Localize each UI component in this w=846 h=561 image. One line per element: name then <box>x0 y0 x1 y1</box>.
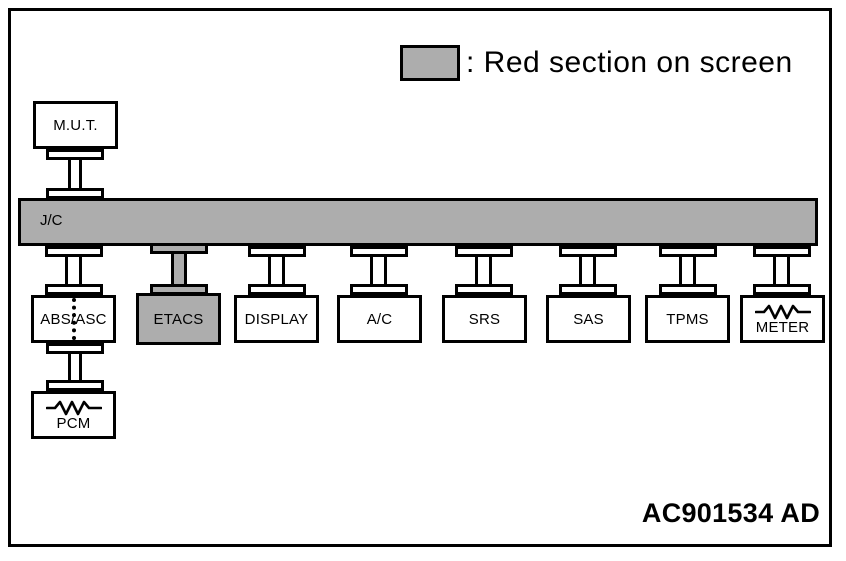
connector-plate-top <box>46 149 104 160</box>
connector-cable-left <box>268 257 271 284</box>
connector-cable-left <box>579 257 582 284</box>
connector-cable-right <box>79 257 82 284</box>
connector-cable-right <box>593 257 596 284</box>
unit-display-label: DISPLAY <box>244 310 309 328</box>
connector-etacs <box>150 243 208 295</box>
unit-etacs: ETACS <box>136 293 221 345</box>
unit-pcm: PCM <box>31 391 116 439</box>
unit-meter: METER <box>740 295 825 343</box>
part-number-suffix: AD <box>780 498 820 528</box>
part-number-code: AC901534 <box>641 498 774 528</box>
connector-mut <box>46 149 104 199</box>
connector-plate-top <box>150 243 208 254</box>
legend-color-swatch <box>400 45 460 81</box>
connector-cable-left <box>65 257 68 284</box>
legend-label: : Red section on screen <box>466 46 793 79</box>
connector-cable-right <box>384 257 387 284</box>
connector-sas <box>559 246 617 295</box>
connector-cable-left <box>773 257 776 284</box>
unit-internal-divider <box>71 298 76 340</box>
unit-ac: A/C <box>337 295 422 343</box>
unit-tpms: TPMS <box>645 295 730 343</box>
unit-ac-label: A/C <box>366 310 393 328</box>
connector-plate-top <box>659 246 717 257</box>
connector-plate-top <box>753 246 811 257</box>
unit-mut: M.U.T. <box>33 101 118 149</box>
connector-pcm <box>46 343 104 391</box>
connector-plate-top <box>350 246 408 257</box>
unit-srs: SRS <box>442 295 527 343</box>
connector-cable-left <box>475 257 478 284</box>
connector-plate-bottom <box>350 284 408 295</box>
unit-abs-asc: ABS/ASC <box>31 295 116 343</box>
connector-plate-bottom <box>659 284 717 295</box>
connector-cable-right <box>489 257 492 284</box>
connector-cable <box>68 354 82 380</box>
connector-cable <box>68 160 82 188</box>
connector-tpms <box>659 246 717 295</box>
connector-plate-bottom <box>559 284 617 295</box>
unit-pcm-label: PCM <box>56 414 91 432</box>
resistor-icon <box>45 400 102 416</box>
bus-bar-label: J/C <box>40 212 63 229</box>
connector-cable-right <box>693 257 696 284</box>
unit-sas: SAS <box>546 295 631 343</box>
unit-sas-label: SAS <box>573 310 604 328</box>
connector-cable-left <box>370 257 373 284</box>
connector-cable-right <box>787 257 790 284</box>
connector-cable-left <box>679 257 682 284</box>
connector-plate-bottom <box>45 284 103 295</box>
connector-plate-top <box>46 343 104 354</box>
unit-tpms-label: TPMS <box>666 310 709 328</box>
connector-plate-top <box>45 246 103 257</box>
connector-plate-bottom <box>46 188 104 199</box>
connector-plate-top <box>455 246 513 257</box>
connector-plate-bottom <box>455 284 513 295</box>
connector-plate-bottom <box>46 380 104 391</box>
connector-plate-top <box>248 246 306 257</box>
connector-cable-right <box>282 257 285 284</box>
connector-abs-asc <box>45 246 103 295</box>
unit-abs-asc-label: ABS/ASC <box>40 310 107 328</box>
connector-plate-bottom <box>753 284 811 295</box>
unit-srs-label: SRS <box>468 310 501 328</box>
connector-plate-top <box>559 246 617 257</box>
unit-meter-label: METER <box>755 318 810 336</box>
unit-display: DISPLAY <box>234 295 319 343</box>
unit-etacs-label: ETACS <box>153 310 204 328</box>
connector-display <box>248 246 306 295</box>
connector-meter <box>753 246 811 295</box>
unit-mut-label: M.U.T. <box>53 116 98 134</box>
resistor-icon <box>754 304 811 320</box>
connector-plate-bottom <box>248 284 306 295</box>
connector-srs <box>455 246 513 295</box>
bus-bar-jc <box>18 198 818 246</box>
connector-ac <box>350 246 408 295</box>
connector-cable <box>171 254 187 284</box>
